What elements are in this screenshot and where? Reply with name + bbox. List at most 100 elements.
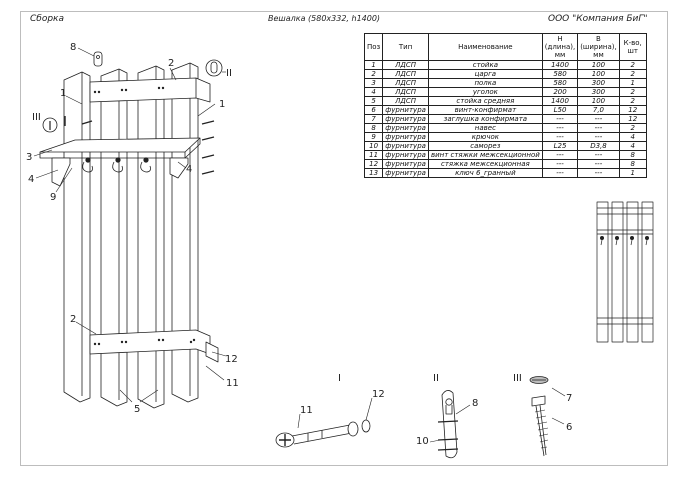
table-cell: фурнитура — [382, 168, 429, 178]
column-header: Н (длина), мм — [541, 33, 579, 61]
table-cell: 7 — [363, 114, 384, 124]
table-cell: 300 — [577, 87, 620, 97]
column-header: Наименование — [427, 33, 543, 61]
table-cell: 12 — [618, 114, 647, 124]
table-cell: 100 — [577, 96, 620, 106]
table-cell: --- — [577, 123, 620, 133]
table-cell: --- — [577, 168, 620, 178]
table-cell: 1 — [618, 78, 647, 88]
table-cell: 2 — [618, 87, 647, 97]
table-cell: ЛДСП — [382, 78, 429, 88]
table-cell: 4 — [618, 141, 647, 151]
table-cell: 10 — [363, 141, 384, 151]
table-cell: крючок — [427, 132, 543, 142]
table-cell: царга — [427, 69, 543, 79]
table-cell: 5 — [363, 96, 384, 106]
table-cell: фурнитура — [382, 123, 429, 133]
company-name: ООО "Компания БиГ" — [548, 14, 648, 24]
table-cell: --- — [541, 168, 579, 178]
table-cell: 1400 — [541, 96, 579, 106]
table-cell: 1 — [363, 60, 384, 70]
table-cell: D3,8 — [577, 141, 620, 151]
table-cell: ЛДСП — [382, 96, 429, 106]
table-cell: --- — [541, 132, 579, 142]
table-cell: 100 — [577, 60, 620, 70]
table-cell: 1400 — [541, 60, 579, 70]
table-cell: 8 — [618, 159, 647, 169]
product-spec: Вешалка (580х332, h1400) — [268, 14, 381, 23]
table-cell: 8 — [618, 150, 647, 160]
table-cell: ЛДСП — [382, 87, 429, 97]
column-header: К-во, шт — [618, 33, 647, 61]
table-cell: L25 — [541, 141, 579, 151]
table-cell: 2 — [363, 69, 384, 79]
table-cell: --- — [541, 159, 579, 169]
table-cell: фурнитура — [382, 105, 429, 115]
table-cell: фурнитура — [382, 150, 429, 160]
table-cell: стяжка межсекционная — [427, 159, 543, 169]
table-cell: 2 — [618, 69, 647, 79]
table-cell: 100 — [577, 69, 620, 79]
table-cell: 11 — [363, 150, 384, 160]
table-cell: 580 — [541, 78, 579, 88]
table-cell: 1 — [618, 168, 647, 178]
table-cell: 13 — [363, 168, 384, 178]
table-cell: 12 — [363, 159, 384, 169]
table-cell: 2 — [618, 123, 647, 133]
drawing-sheet — [20, 11, 668, 466]
table-cell: L50 — [541, 105, 579, 115]
table-cell: 2 — [618, 96, 647, 106]
table-cell: 6 — [363, 105, 384, 115]
drawing-title: Сборка — [30, 14, 65, 24]
table-cell: --- — [577, 150, 620, 160]
table-cell: 9 — [363, 132, 384, 142]
table-cell: 580 — [541, 69, 579, 79]
table-cell: фурнитура — [382, 114, 429, 124]
table-cell: --- — [577, 159, 620, 169]
table-cell: 4 — [363, 87, 384, 97]
table-cell: --- — [541, 114, 579, 124]
table-cell: навес — [427, 123, 543, 133]
table-cell: --- — [541, 150, 579, 160]
table-cell: --- — [577, 132, 620, 142]
table-cell: 4 — [618, 132, 647, 142]
table-cell: стойка средняя — [427, 96, 543, 106]
table-cell: уголок — [427, 87, 543, 97]
table-cell: заглушка конфирмата — [427, 114, 543, 124]
table-cell: стойка — [427, 60, 543, 70]
column-header: Тип — [382, 33, 429, 61]
table-cell: фурнитура — [382, 159, 429, 169]
table-cell: 8 — [363, 123, 384, 133]
table-cell: винт стяжки межсекционной — [427, 150, 543, 160]
table-cell: 12 — [618, 105, 647, 115]
table-cell: --- — [541, 123, 579, 133]
table-cell: 3 — [363, 78, 384, 88]
table-cell: 300 — [577, 78, 620, 88]
column-header: В (ширина), мм — [577, 33, 620, 61]
table-cell: винт-конфирмат — [427, 105, 543, 115]
table-cell: фурнитура — [382, 132, 429, 142]
table-cell: полка — [427, 78, 543, 88]
table-cell: фурнитура — [382, 141, 429, 151]
table-cell: 2 — [618, 60, 647, 70]
table-cell: ЛДСП — [382, 69, 429, 79]
table-cell: 7,0 — [577, 105, 620, 115]
table-cell: ЛДСП — [382, 60, 429, 70]
table-cell: саморез — [427, 141, 543, 151]
table-cell: 200 — [541, 87, 579, 97]
column-header: Поз — [363, 33, 384, 61]
